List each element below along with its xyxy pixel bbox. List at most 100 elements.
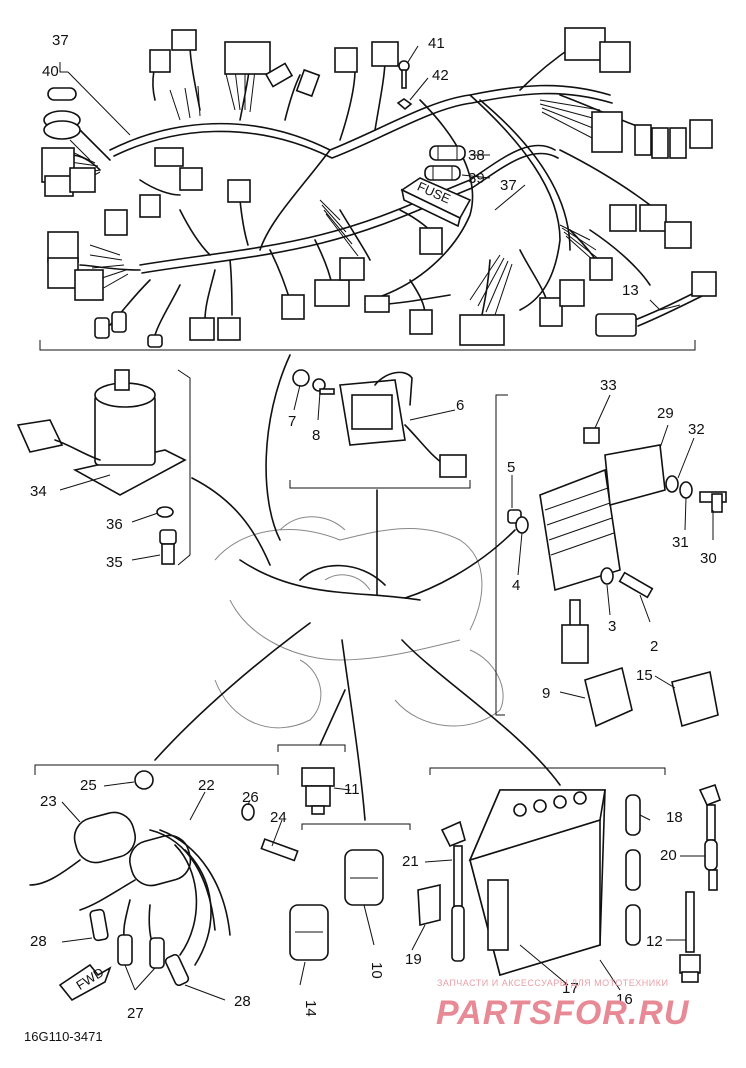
callout-33: 33 (600, 377, 617, 394)
cover-9 (584, 666, 633, 728)
washer-3 (600, 567, 614, 585)
callout-12: 12 (646, 933, 663, 950)
callout-37-fuse: 37 (500, 177, 517, 194)
battery-straps-18 (625, 794, 641, 946)
callout-3: 3 (608, 618, 616, 635)
callout-32: 32 (688, 421, 705, 438)
sensor-13 (595, 271, 717, 337)
cover-15 (671, 671, 719, 728)
routing-arrows (154, 354, 561, 821)
callout-20: 20 (660, 847, 677, 864)
callout-4: 4 (512, 577, 520, 594)
callout-8: 8 (312, 427, 320, 444)
leader-lines (59, 45, 714, 1001)
callout-2: 2 (650, 638, 658, 655)
cover-14 (289, 904, 329, 961)
fuse-39 (424, 165, 461, 181)
callout-28-lower: 28 (234, 993, 251, 1010)
callout-6: 6 (456, 397, 464, 414)
battery-lead-21 (440, 820, 466, 962)
washer-26 (241, 803, 255, 821)
washer-31 (679, 481, 693, 499)
callout-17: 17 (562, 980, 579, 997)
callout-labels: 37 40 41 42 38 39 37 13 7 8 6 33 29 32 5… (30, 32, 717, 1022)
relay-bracket (289, 480, 471, 489)
nut-33 (583, 427, 600, 444)
callout-13: 13 (622, 282, 639, 299)
bolt-30 (699, 491, 727, 513)
cap-28-upper (89, 908, 109, 942)
cap-28-lower (164, 953, 190, 987)
callout-24: 24 (270, 809, 287, 826)
callout-38: 38 (468, 147, 485, 164)
callout-40: 40 (42, 63, 59, 80)
callout-39: 39 (468, 170, 485, 187)
callout-25: 25 (80, 777, 97, 794)
coil-bracket (34, 764, 279, 775)
callout-31: 31 (672, 534, 689, 551)
washer-32 (665, 475, 679, 493)
fuse-box: FUSE (400, 177, 472, 228)
switch-bracket (177, 369, 191, 566)
callout-27: 27 (127, 1005, 144, 1022)
lead-20 (698, 783, 722, 891)
callout-28-upper: 28 (30, 933, 47, 950)
washer-4 (515, 516, 529, 534)
bolt-8 (312, 378, 335, 395)
covers-bracket (301, 823, 411, 830)
harness-bracket (39, 340, 696, 351)
callout-7: 7 (288, 413, 296, 430)
watermark-tagline: ЗАПЧАСТИ И АКСЕССУАРЫ ДЛЯ МОТОТЕХНИКИ (437, 978, 668, 988)
washer-36 (156, 506, 174, 518)
ignition-coil-23 (29, 811, 136, 886)
battery-bracket (429, 767, 666, 775)
bolt-24 (260, 838, 299, 862)
switch-bracket-11 (277, 744, 346, 752)
callout-18: 18 (666, 809, 683, 826)
battery-band-16 (599, 959, 621, 991)
cover-19 (417, 883, 441, 927)
callout-42: 42 (432, 67, 449, 84)
ignition-coil-22 (79, 834, 192, 911)
screw-41 (398, 60, 410, 89)
rectifier-bracket (495, 394, 508, 716)
fwd-arrow: FWD (58, 963, 112, 1002)
callout-15: 15 (636, 667, 653, 684)
fuse-38 (429, 145, 466, 161)
callout-23: 23 (40, 793, 57, 810)
switch-11 (301, 767, 335, 815)
watermark-logo: PARTSFOR.RU (436, 994, 690, 1032)
cover-10 (344, 849, 384, 906)
callout-22: 22 (198, 777, 215, 794)
relay-6 (339, 371, 467, 478)
callout-9: 9 (542, 685, 550, 702)
battery-17 (468, 789, 606, 977)
callout-21: 21 (402, 853, 419, 870)
callout-19: 19 (405, 951, 422, 968)
harness-connectors (41, 27, 713, 348)
nut-7 (292, 369, 310, 387)
starter-relay-12 (679, 891, 701, 983)
callout-16: 16 (616, 991, 633, 1008)
callout-14: 14 (302, 1000, 319, 1017)
callout-5: 5 (507, 459, 515, 476)
callout-30: 30 (700, 550, 717, 567)
callout-41: 41 (428, 35, 445, 52)
callout-26: 26 (242, 789, 259, 806)
callout-34: 34 (30, 483, 47, 500)
callout-35: 35 (106, 554, 123, 571)
washer-42 (396, 98, 413, 111)
diagram-code: 16G110-3471 (24, 1029, 103, 1044)
callout-36: 36 (106, 516, 123, 533)
nut-25 (134, 770, 154, 790)
callout-29: 29 (657, 405, 674, 422)
rectifier-29 (539, 444, 666, 664)
bolt-2 (618, 571, 654, 599)
bolt-35 (159, 529, 177, 565)
plug-caps-27 (117, 934, 165, 969)
main-switch-34 (16, 369, 187, 496)
callout-37-top: 37 (52, 32, 69, 49)
motorcycle-silhouette (214, 516, 504, 729)
callout-10: 10 (368, 962, 385, 979)
callout-11: 11 (344, 781, 360, 798)
